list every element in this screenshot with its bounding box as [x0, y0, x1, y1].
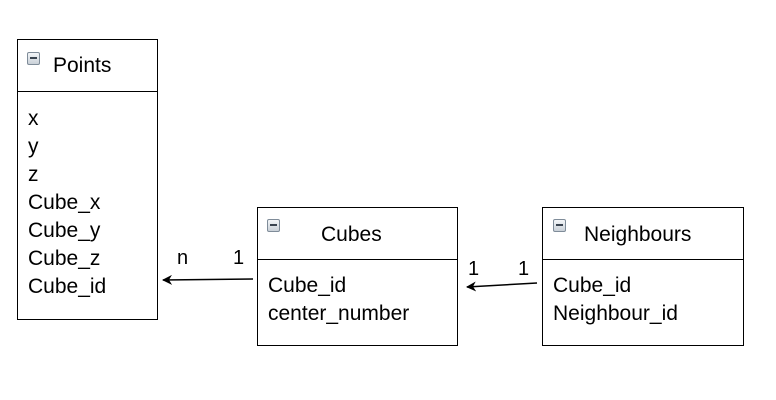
field-item: Cube_z — [28, 247, 101, 270]
entity-cubes-header[interactable]: Cubes — [258, 208, 457, 260]
field-item: Cube_id — [268, 274, 347, 297]
multiplicity-label: 1 — [468, 258, 480, 280]
entity-points-fields: x y z Cube_x Cube_y Cube_z Cube_id — [28, 105, 106, 301]
edge-neighbours-to-cubes[interactable] — [466, 281, 538, 292]
multiplicity-label: 1 — [233, 247, 245, 269]
entity-points-title: Points — [53, 54, 112, 77]
field-item: Cube_x — [28, 191, 101, 214]
entity-neighbours-fields: Cube_id Neighbour_id — [553, 272, 678, 328]
edge-cubes-to-points[interactable] — [162, 274, 254, 285]
entity-cubes[interactable]: Cubes Cube_id center_number — [257, 207, 458, 346]
entity-points[interactable]: Points x y z Cube_x Cube_y Cube_z Cube_i… — [17, 39, 158, 320]
multiplicity-label: 1 — [518, 258, 530, 280]
field-item: Neighbour_id — [553, 302, 678, 325]
entity-neighbours[interactable]: Neighbours Cube_id Neighbour_id — [542, 207, 744, 346]
entity-points-header[interactable]: Points — [18, 40, 157, 92]
multiplicity-label: n — [177, 247, 189, 269]
collapse-icon[interactable] — [553, 219, 566, 232]
field-item: center_number — [268, 302, 410, 325]
entity-neighbours-title: Neighbours — [584, 223, 692, 246]
field-item: x — [28, 107, 39, 130]
field-item: Cube_y — [28, 219, 101, 242]
field-item: z — [28, 163, 39, 186]
collapse-icon[interactable] — [27, 52, 40, 65]
field-item: Cube_id — [553, 274, 632, 297]
entity-cubes-title: Cubes — [321, 223, 382, 246]
entity-neighbours-header[interactable]: Neighbours — [543, 208, 743, 260]
collapse-icon[interactable] — [267, 219, 280, 232]
field-item: Cube_id — [28, 275, 107, 298]
entity-cubes-fields: Cube_id center_number — [268, 272, 409, 328]
field-item: y — [28, 135, 39, 158]
